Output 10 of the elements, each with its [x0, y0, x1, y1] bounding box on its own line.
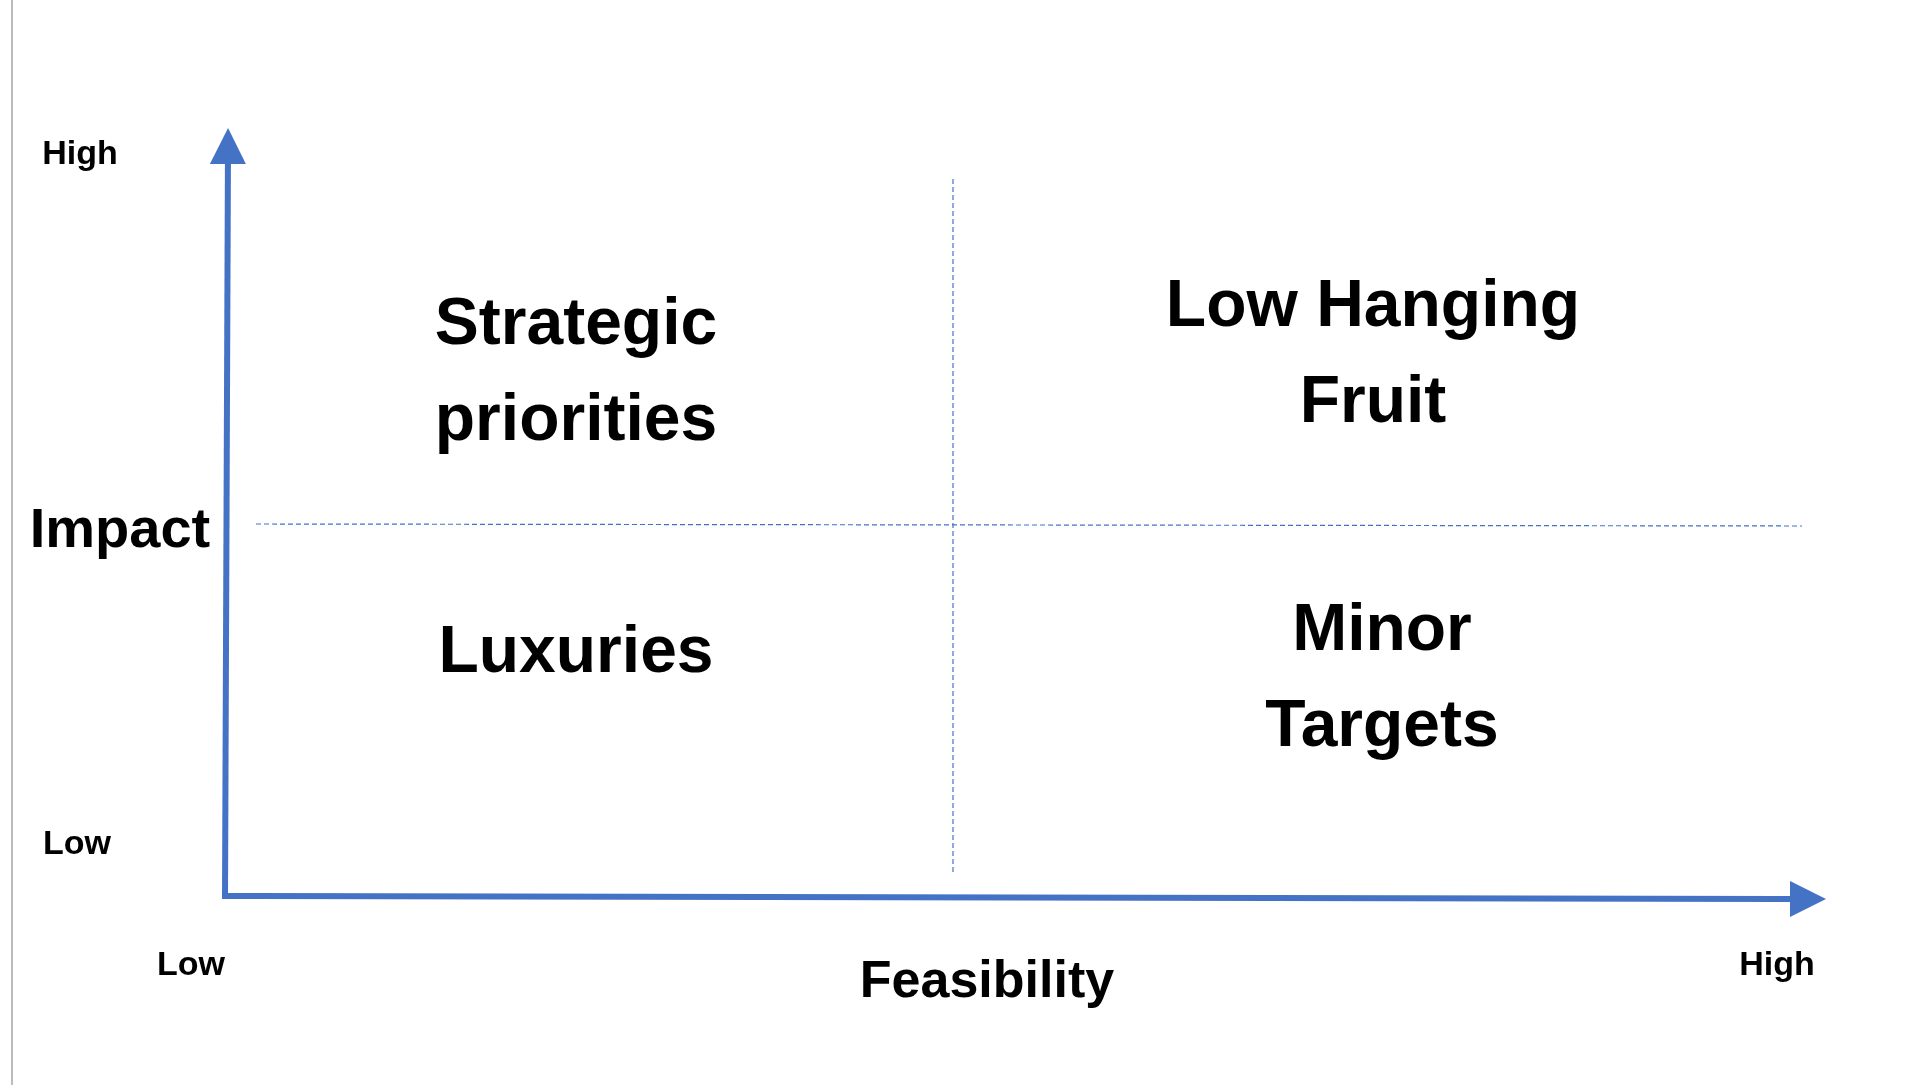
quadrant-label: Strategic priorities [433, 283, 719, 456]
axis-tick-label: High [1739, 943, 1815, 983]
quadrant-label: Luxuries [437, 611, 715, 688]
axis-tick-label: Low [157, 943, 225, 983]
axis-tick-label: Low [43, 822, 111, 862]
quadrant-label: Minor Targets [1264, 589, 1500, 762]
axis-title: Feasibility [859, 949, 1115, 1009]
axis-title: Impact [29, 494, 211, 560]
quadrant-label: Low Hanging Fruit [1164, 265, 1582, 438]
axis-tick-label: High [42, 132, 118, 172]
